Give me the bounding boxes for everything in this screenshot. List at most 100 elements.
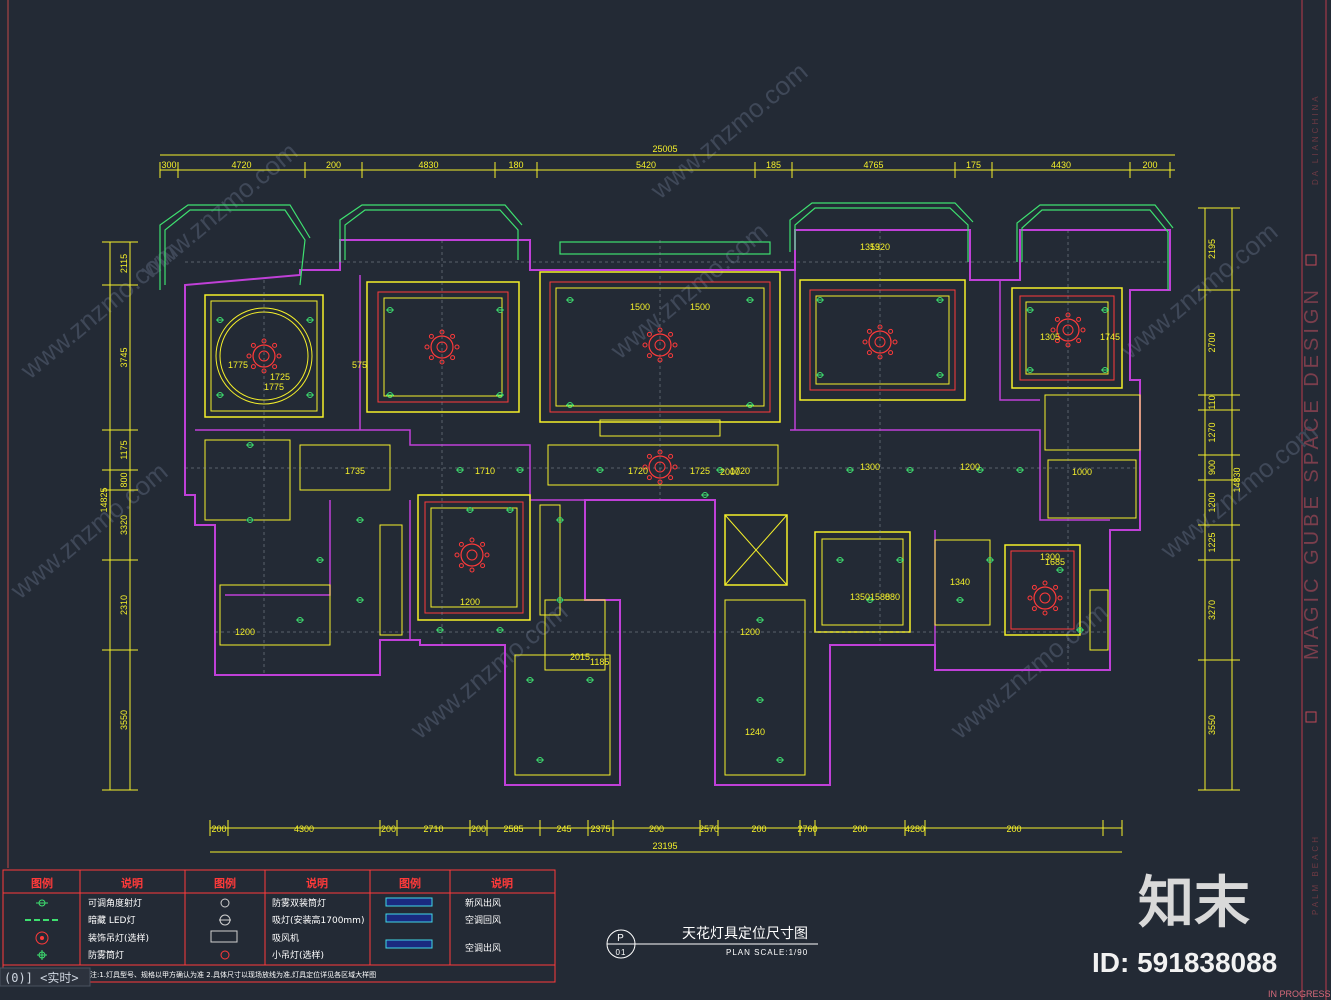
ceiling-lamp-symbol-icon <box>219 914 231 926</box>
legend-header: 说明 <box>491 876 513 890</box>
spotlight-icon <box>1076 627 1084 633</box>
vertical-project-text: PALM BEACH <box>1311 834 1320 915</box>
floor-plan <box>184 229 1171 786</box>
spotlight-icon <box>386 392 394 398</box>
spotlight-icon <box>246 442 254 448</box>
left-dim-label: 1175 <box>119 440 129 459</box>
legend-header: 图例 <box>214 876 236 890</box>
top-dim-label: 175 <box>966 160 981 170</box>
spotlight-icon <box>936 297 944 303</box>
spotlight-icon <box>556 517 564 523</box>
room-dim-label: 1000 <box>1072 467 1092 477</box>
spotlight-icon <box>296 617 304 623</box>
left-total-dim: 14825 <box>99 487 109 512</box>
bottom-dim-label: 200 <box>751 824 766 834</box>
room-dim-label: 880 <box>885 592 900 602</box>
exhaust-fan-symbol-icon <box>210 930 238 943</box>
spotlight-icon <box>756 617 764 623</box>
legend-item-label: 防雾双装筒灯 <box>272 897 326 909</box>
plan-symbol-letter: P <box>617 933 625 944</box>
spotlight-icon <box>506 507 514 513</box>
bottom-dim-label: 4300 <box>294 824 314 834</box>
right-dim-label: 1270 <box>1207 422 1217 442</box>
top-dim-label: 4720 <box>231 160 251 170</box>
room-dim-label: 1340 <box>950 577 970 587</box>
top-dim-label: 4765 <box>863 160 883 170</box>
watermark-url: www.znzmo.com <box>4 456 173 605</box>
vertical-brand-text: MAGIC GUBE SPACE DESIGN <box>1301 286 1323 660</box>
pendant-light-icon <box>642 327 678 363</box>
pendant-light-icon <box>246 338 282 374</box>
watermark-url: www.znzmo.com <box>134 136 303 285</box>
pendant-light-symbol-icon <box>35 931 49 945</box>
spotlight-icon <box>356 597 364 603</box>
bottom-dim-label: 2570 <box>699 824 719 834</box>
legend-item-label: 防雾筒灯 <box>88 949 124 961</box>
legend-table: 图例 说明 图例 说明 图例 说明 可调角度射灯 暗藏 LED灯 装饰吊灯(选样… <box>2 869 556 983</box>
spotlight-icon <box>216 392 224 398</box>
top-total-dim: 25005 <box>652 144 677 154</box>
spotlight-icon <box>816 297 824 303</box>
bottom-dim-label: 200 <box>381 824 396 834</box>
room-dim-label: 1745 <box>1100 332 1120 342</box>
spotlight-icon <box>1101 367 1109 373</box>
left-dim-label: 3550 <box>119 710 129 730</box>
spotlight-icon <box>386 307 394 313</box>
command-line[interactable]: (0)] <实时> <box>0 967 91 987</box>
pendant-light-icon <box>862 324 898 360</box>
spotlight-icon <box>436 627 444 633</box>
room-dim-label: 1200 <box>740 627 760 637</box>
drawing-scale: PLAN SCALE:1/90 <box>726 948 808 957</box>
spotlight-icon <box>556 597 564 603</box>
pendant-light-icon <box>424 329 460 365</box>
plan-symbol-number: 01 <box>616 948 627 957</box>
spotlight-icon <box>566 402 574 408</box>
spotlight-icon <box>866 597 874 603</box>
left-dim-label: 3745 <box>119 347 129 367</box>
watermark-url: www.znzmo.com <box>404 596 573 745</box>
spotlight-icon <box>1026 367 1034 373</box>
spotlight-icon <box>1101 307 1109 313</box>
watermark-url: www.znzmo.com <box>644 56 813 205</box>
spotlight-icon <box>976 467 984 473</box>
legend-note: 注:1.灯具型号、规格以甲方确认为准 2.具体尺寸以现场放线为准,灯具定位详见各… <box>90 970 376 979</box>
left-dim-label: 2115 <box>119 254 129 273</box>
spotlight-icon <box>316 557 324 563</box>
bottom-dim-label: 200 <box>471 824 486 834</box>
bottom-dim-label: 2585 <box>503 824 523 834</box>
spotlight-icon <box>756 697 764 703</box>
room-dim-label: 1710 <box>475 466 495 476</box>
room-dim-label: 1200 <box>960 462 980 472</box>
top-dim-label: 300 <box>161 160 176 170</box>
right-dim-label: 110 <box>1207 395 1217 409</box>
brand-logo-text: 知末 <box>1138 871 1250 936</box>
top-dim-label: 200 <box>326 160 341 170</box>
right-dim-label: 3550 <box>1207 715 1217 735</box>
spotlight-icon <box>1056 567 1064 573</box>
legend-header: 图例 <box>399 876 421 890</box>
room-dim-label: 1185 <box>590 657 609 667</box>
right-dim-label: 1225 <box>1207 532 1217 552</box>
bottom-dim-label: 200 <box>649 824 664 834</box>
spotlight-icon <box>1026 307 1034 313</box>
spotlight-icon <box>701 492 709 498</box>
left-dim-label: 3320 <box>119 515 129 535</box>
room-dim-label: 1300 <box>1040 552 1060 562</box>
spotlight-icon <box>496 392 504 398</box>
spotlight-icon <box>936 372 944 378</box>
legend-item-label: 暗藏 LED灯 <box>88 914 136 926</box>
spotlight-icon <box>306 392 314 398</box>
room-dim-label: 1735 <box>345 466 365 476</box>
spotlight-icon <box>496 307 504 313</box>
spotlight-icon <box>776 757 784 763</box>
brand-watermark: 知末 ID: 591838088 <box>1092 871 1277 978</box>
spotlight-icon <box>746 402 754 408</box>
top-dim-label: 180 <box>508 160 523 170</box>
spotlight-icon <box>746 297 754 303</box>
legend-item-label: 小吊灯(选样) <box>272 949 324 961</box>
bottom-dim-label: 2760 <box>797 824 817 834</box>
spotlight-icon <box>716 467 724 473</box>
